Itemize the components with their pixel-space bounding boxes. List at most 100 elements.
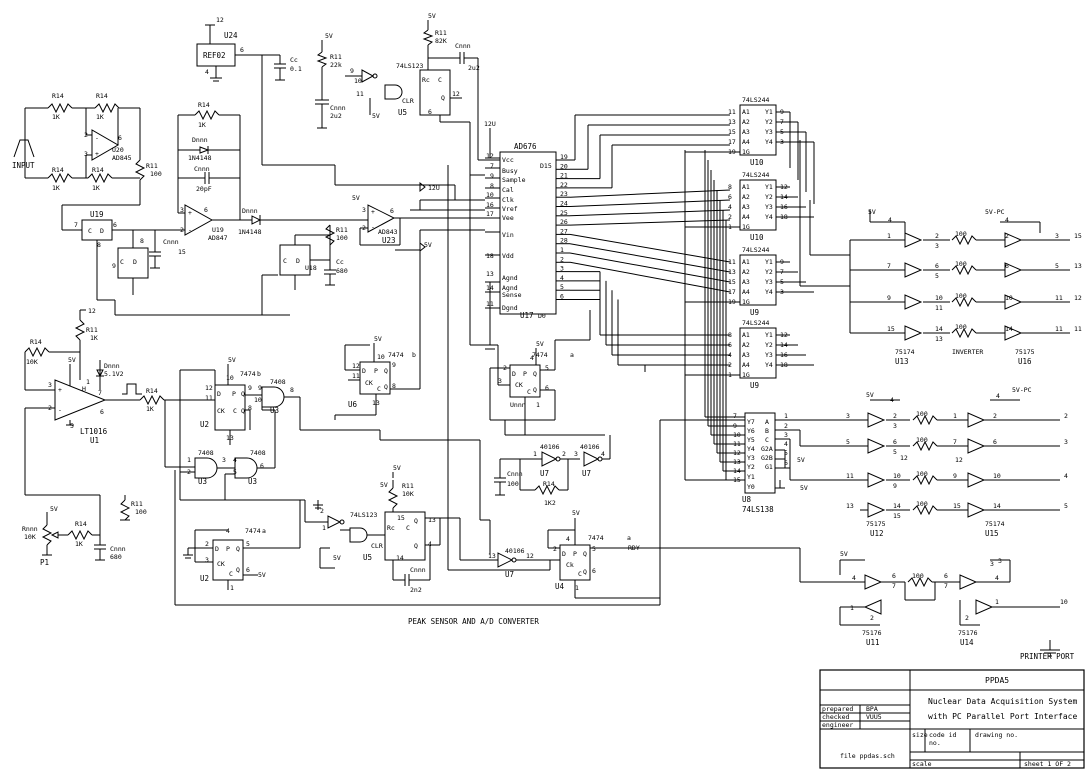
svg-text:100: 100 bbox=[916, 436, 928, 444]
svg-text:17: 17 bbox=[728, 288, 736, 296]
svg-text:A2: A2 bbox=[742, 193, 750, 201]
svg-text:7: 7 bbox=[74, 221, 78, 229]
svg-text:Q: Q bbox=[384, 383, 388, 391]
svg-text:Y2: Y2 bbox=[765, 341, 773, 349]
svg-text:14: 14 bbox=[396, 554, 404, 562]
svg-text:a: a bbox=[627, 534, 631, 542]
svg-text:2n2: 2n2 bbox=[410, 586, 422, 594]
svg-text:Y4: Y4 bbox=[765, 361, 773, 369]
svg-text:100: 100 bbox=[916, 410, 928, 418]
svg-text:11: 11 bbox=[356, 90, 364, 98]
svg-text:Q: Q bbox=[241, 407, 245, 415]
svg-text:Dnnn: Dnnn bbox=[242, 207, 258, 215]
svg-text:8: 8 bbox=[392, 382, 396, 390]
svg-text:11: 11 bbox=[935, 304, 943, 312]
svg-text:5V: 5V bbox=[228, 356, 236, 364]
svg-text:5V: 5V bbox=[333, 554, 341, 562]
input-stage: INPUT R14 1K R14 1K R11 100 - + 2 3 6 AD… bbox=[12, 92, 162, 192]
svg-text:12: 12 bbox=[526, 552, 534, 560]
svg-text:40106: 40106 bbox=[580, 443, 600, 451]
svg-text:2: 2 bbox=[870, 614, 874, 622]
u12: U12 bbox=[870, 529, 884, 538]
svg-text:12: 12 bbox=[452, 90, 460, 98]
svg-text:Y4: Y4 bbox=[765, 138, 773, 146]
svg-text:3: 3 bbox=[205, 556, 209, 564]
svg-text:C: C bbox=[578, 570, 582, 578]
svg-text:100: 100 bbox=[336, 234, 348, 242]
ad676-pin: 21 bbox=[560, 172, 568, 180]
ad676-chip: AD676 D15 D0 U17 Vcc Busy Sample Cal Clk… bbox=[410, 120, 557, 350]
ls244-unit: U9 bbox=[750, 308, 759, 317]
svg-text:1: 1 bbox=[322, 524, 326, 532]
svg-text:5: 5 bbox=[935, 272, 939, 280]
svg-text:Agnd: Agnd bbox=[502, 274, 518, 282]
svg-text:U20: U20 bbox=[112, 146, 124, 154]
svg-text:7: 7 bbox=[887, 262, 891, 270]
svg-text:7408: 7408 bbox=[270, 378, 286, 386]
sheet-number: sheet 1 OF 2 bbox=[1024, 760, 1071, 768]
svg-text:4: 4 bbox=[205, 68, 209, 76]
svg-text:1: 1 bbox=[575, 584, 579, 592]
svg-text:Y0: Y0 bbox=[747, 483, 755, 491]
svg-text:1K2: 1K2 bbox=[544, 499, 556, 507]
svg-text:6: 6 bbox=[728, 341, 732, 349]
svg-text:74LS123: 74LS123 bbox=[396, 62, 423, 70]
svg-text:R11: R11 bbox=[336, 226, 348, 234]
oneshot-top: 5V R11 22k Cnnn 2u2 9 10 74LS123 U5 Rc C… bbox=[315, 12, 500, 176]
svg-text:CLR: CLR bbox=[402, 97, 414, 105]
svg-text:10: 10 bbox=[1005, 294, 1013, 302]
svg-text:4: 4 bbox=[1005, 216, 1009, 224]
svg-text:Sense: Sense bbox=[502, 291, 522, 299]
ic-75174: 75174 bbox=[895, 348, 915, 356]
svg-text:1: 1 bbox=[187, 456, 191, 464]
svg-text:3: 3 bbox=[784, 431, 788, 439]
u2-flipflop-upper: D P Q CK C Q 7474 b U2 5V 12 11 9 8 10 1… bbox=[164, 356, 262, 470]
svg-text:13: 13 bbox=[428, 516, 436, 524]
svg-text:U18: U18 bbox=[305, 264, 317, 272]
svg-text:10: 10 bbox=[377, 353, 385, 361]
svg-text:U19: U19 bbox=[90, 210, 104, 219]
svg-text:Q: Q bbox=[414, 517, 418, 525]
svg-text:7: 7 bbox=[490, 162, 494, 170]
svg-text:C: C bbox=[765, 436, 769, 444]
v5pc-label: 5V-PC bbox=[985, 208, 1005, 216]
svg-text:1K: 1K bbox=[92, 184, 100, 192]
svg-text:Y4: Y4 bbox=[765, 213, 773, 221]
svg-text:5.1V2: 5.1V2 bbox=[104, 370, 124, 378]
svg-text:5V: 5V bbox=[374, 335, 382, 343]
svg-text:1: 1 bbox=[230, 584, 234, 592]
svg-text:1: 1 bbox=[887, 232, 891, 240]
svg-text:22k: 22k bbox=[330, 61, 342, 69]
svg-text:Vref: Vref bbox=[502, 205, 518, 213]
svg-text:R11: R11 bbox=[146, 162, 158, 170]
svg-text:18: 18 bbox=[486, 252, 494, 260]
svg-text:1N4148: 1N4148 bbox=[188, 154, 212, 162]
svg-text:LT1016: LT1016 bbox=[80, 427, 108, 436]
ad676-pin: 27 bbox=[560, 227, 568, 235]
ad676-pin: 1 bbox=[560, 246, 564, 254]
svg-text:Cc: Cc bbox=[336, 258, 344, 266]
ad676-pin: 23 bbox=[560, 190, 568, 198]
v5-label-2: 5V bbox=[866, 391, 874, 399]
svg-text:2: 2 bbox=[1064, 412, 1068, 420]
svg-text:Y1: Y1 bbox=[765, 183, 773, 191]
svg-text:2: 2 bbox=[784, 422, 788, 430]
svg-text:Y1: Y1 bbox=[747, 473, 755, 481]
svg-text:H: H bbox=[82, 385, 86, 393]
svg-text:U7: U7 bbox=[582, 469, 591, 478]
ad676-pin: 5 bbox=[560, 283, 564, 291]
svg-text:3: 3 bbox=[935, 242, 939, 250]
svg-text:2: 2 bbox=[205, 540, 209, 548]
svg-text:7: 7 bbox=[892, 582, 896, 590]
u18-stage: C D U18 R11 100 Cc 680 bbox=[261, 224, 348, 315]
svg-text:D: D bbox=[100, 227, 104, 235]
svg-text:12: 12 bbox=[88, 307, 96, 315]
ic-75176-u14: 75176 bbox=[958, 629, 978, 637]
printer-port-label: PRINTER PORT bbox=[1020, 652, 1075, 661]
ad676-pin: 3 bbox=[560, 265, 564, 273]
svg-text:2: 2 bbox=[320, 507, 324, 515]
u5-oneshot-lower: 2 1 74LS123 U5 Rc C Q Q CLR 15 13 14 4 5… bbox=[304, 480, 461, 594]
svg-text:Y1: Y1 bbox=[765, 258, 773, 266]
